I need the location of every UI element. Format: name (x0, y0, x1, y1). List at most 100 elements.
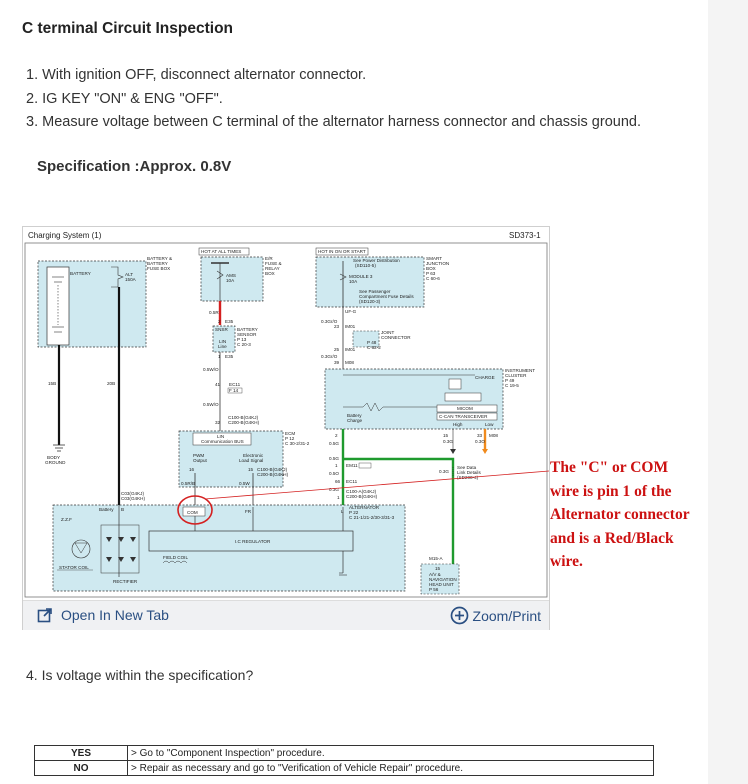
label-lin-bus-2: Communication BUS (201, 439, 244, 444)
label-ecm-conn-2: C 30-2/31-2 (285, 441, 310, 446)
label-ecm-conn-1: P 12 (285, 436, 295, 441)
wire-05wo-1: 0.5W/O (203, 367, 219, 372)
row-value-yes[interactable]: > Go to "Component Inspection" procedure… (127, 745, 654, 761)
wire-03grio: 0.3Gr/O (321, 319, 338, 324)
conn-c100b-a: C100-B(G4KJ) (228, 415, 259, 420)
conn-m08b: M08 (489, 433, 498, 438)
label-pass-fuse-3: (SD120-3) (359, 299, 381, 304)
label-module3-1: MODULE 3 (349, 274, 373, 279)
specification: Specification :Approx. 0.8V (37, 158, 232, 175)
row-value-no[interactable]: > Repair as necessary and go to "Verific… (127, 760, 654, 776)
red-annotation-note: The "C" or COM wire is pin 1 of the Alte… (550, 456, 740, 574)
row-key-yes: YES (34, 745, 128, 761)
conn-e35a: E35 (225, 319, 234, 324)
label-av-1: A/V & (429, 572, 441, 577)
result-table: YES > Go to "Component Inspection" proce… (34, 745, 654, 776)
label-high: High (453, 422, 463, 427)
page-title: C terminal Circuit Inspection (22, 20, 234, 37)
wire-05rb: 0.5R/B (181, 481, 195, 486)
label-ic-2: CLUSTER (505, 373, 527, 378)
label-field-coil: FIELD COIL (163, 555, 188, 560)
row-key-no: NO (34, 760, 128, 776)
pin-16: 16 (189, 467, 195, 472)
diagram-title: Charging System (1) (28, 231, 102, 240)
right-margin-shade (708, 0, 748, 784)
step-2: 2. IG KEY "ON" & ENG "OFF". (26, 90, 223, 107)
label-batt-charge-2: Charge (347, 418, 363, 423)
wiring-diagram[interactable]: Charging System (1) SD373-1 BATTERY & BA… (23, 227, 549, 600)
joint-connector-box (352, 330, 380, 348)
label-module3-2: 10A (349, 279, 358, 284)
diagram-code: SD373-1 (509, 231, 541, 240)
conn-c200b-a: C200-B(G4KH) (228, 420, 260, 425)
open-in-new-tab-label: Open In New Tab (61, 607, 169, 623)
pin-66: 66 (335, 479, 341, 484)
label-hot-in-on: HOT IN ON OR START (318, 249, 366, 254)
annotation-line-5: wire. (550, 553, 583, 571)
label-lin-1: LIN (219, 339, 226, 344)
label-ic-conn-1: P 49 (505, 378, 515, 383)
label-batt-charge-1: Battery (347, 413, 362, 418)
annotation-line-2: wire is pin 1 of the (550, 482, 672, 500)
question-text: 4. Is voltage within the specification? (26, 667, 254, 683)
conn-im01b: IM01 (345, 347, 356, 352)
conn-im01a: IM01 (345, 324, 356, 329)
label-battery-term: Battery (99, 507, 114, 512)
label-see-data-2: Link Details (457, 470, 481, 475)
open-in-new-tab-button[interactable]: Open In New Tab (37, 607, 169, 623)
zoom-print-label: Zoom/Print (472, 607, 541, 624)
label-ic-1: INSTRUMENT (505, 368, 535, 373)
step-1: 1. With ignition OFF, disconnect alterna… (26, 67, 367, 83)
label-els-2: Load Signal (239, 458, 263, 463)
annotation-line-3: Alternator connector (550, 506, 690, 524)
annotation-line-4: and is a Red/Black (550, 529, 674, 547)
wire-03o: 0.3O (475, 439, 485, 444)
wire-03g-2: 0.3G (439, 469, 449, 474)
label-bs-conn-1: P 13 (237, 337, 247, 342)
label-pwm-1: PWM (193, 453, 204, 458)
label-m15a: M15-A (429, 556, 443, 561)
com-highlight-circle (177, 495, 213, 525)
label-er-2: FUSE & (265, 261, 282, 266)
pin-32: 32 (215, 420, 221, 425)
label-zz: Z.Z.F (61, 517, 72, 522)
label-alternator: ALTERNATOR (349, 505, 380, 510)
label-body-ground-2: GROUND (45, 460, 66, 465)
label-pass-fuse-1: See Passenger (359, 289, 391, 294)
label-ic-conn-2: C 19-5 (505, 383, 519, 388)
av-nav-box (420, 563, 460, 595)
pin-23: 23 (334, 324, 340, 329)
label-battery-fuse-box-3: FUSE BOX (147, 266, 170, 271)
pin-39: 39 (334, 360, 340, 365)
label-c03-b: C03(G4KH) (121, 496, 145, 501)
label-els-1: Electronic (243, 453, 264, 458)
label-ic-regulator: I.C REGULATOR (235, 539, 271, 544)
label-battery-fuse-box-1: BATTERY & (147, 256, 172, 261)
conn-c200b-c: C200-B(G4KH) (346, 494, 378, 499)
er-fuse-relay-box (200, 256, 264, 302)
label-ams-fuse-1: AMS (226, 273, 236, 278)
label-battery-fuse-box-2: BATTERY (147, 261, 168, 266)
label-ams-fuse-2: 10A (226, 278, 235, 283)
pin-1b: 1 (335, 463, 338, 468)
wire-20b: 20B (107, 381, 115, 386)
wire-05r: 0.5R (209, 310, 219, 315)
label-ecm: ECM (285, 431, 295, 436)
label-lin-bus-1: LIN (217, 434, 224, 439)
conn-ec11: EC11 (229, 382, 241, 387)
label-lin-2: Line (218, 344, 227, 349)
label-power-dist-2: (SD110-5) (355, 263, 376, 268)
zoom-print-button[interactable]: Zoom/Print (450, 606, 541, 625)
label-av-conn-1: P 56 (429, 587, 439, 592)
zoom-plus-icon (450, 606, 468, 625)
annotation-pointer-line (204, 470, 549, 500)
wire-05g: 0.5G (329, 441, 339, 446)
label-pass-fuse-2: Compartment Fuse Details (359, 294, 414, 299)
label-av-2: NAVIGATION (429, 577, 457, 582)
label-battery: BATTERY (70, 271, 91, 276)
pin-32b: 33 (477, 433, 483, 438)
wire-05o: 0.5O (329, 471, 339, 476)
label-l: L (341, 509, 344, 514)
label-sjb-2: JUNCTION (426, 261, 449, 266)
pin-15a: 15 (248, 467, 254, 472)
